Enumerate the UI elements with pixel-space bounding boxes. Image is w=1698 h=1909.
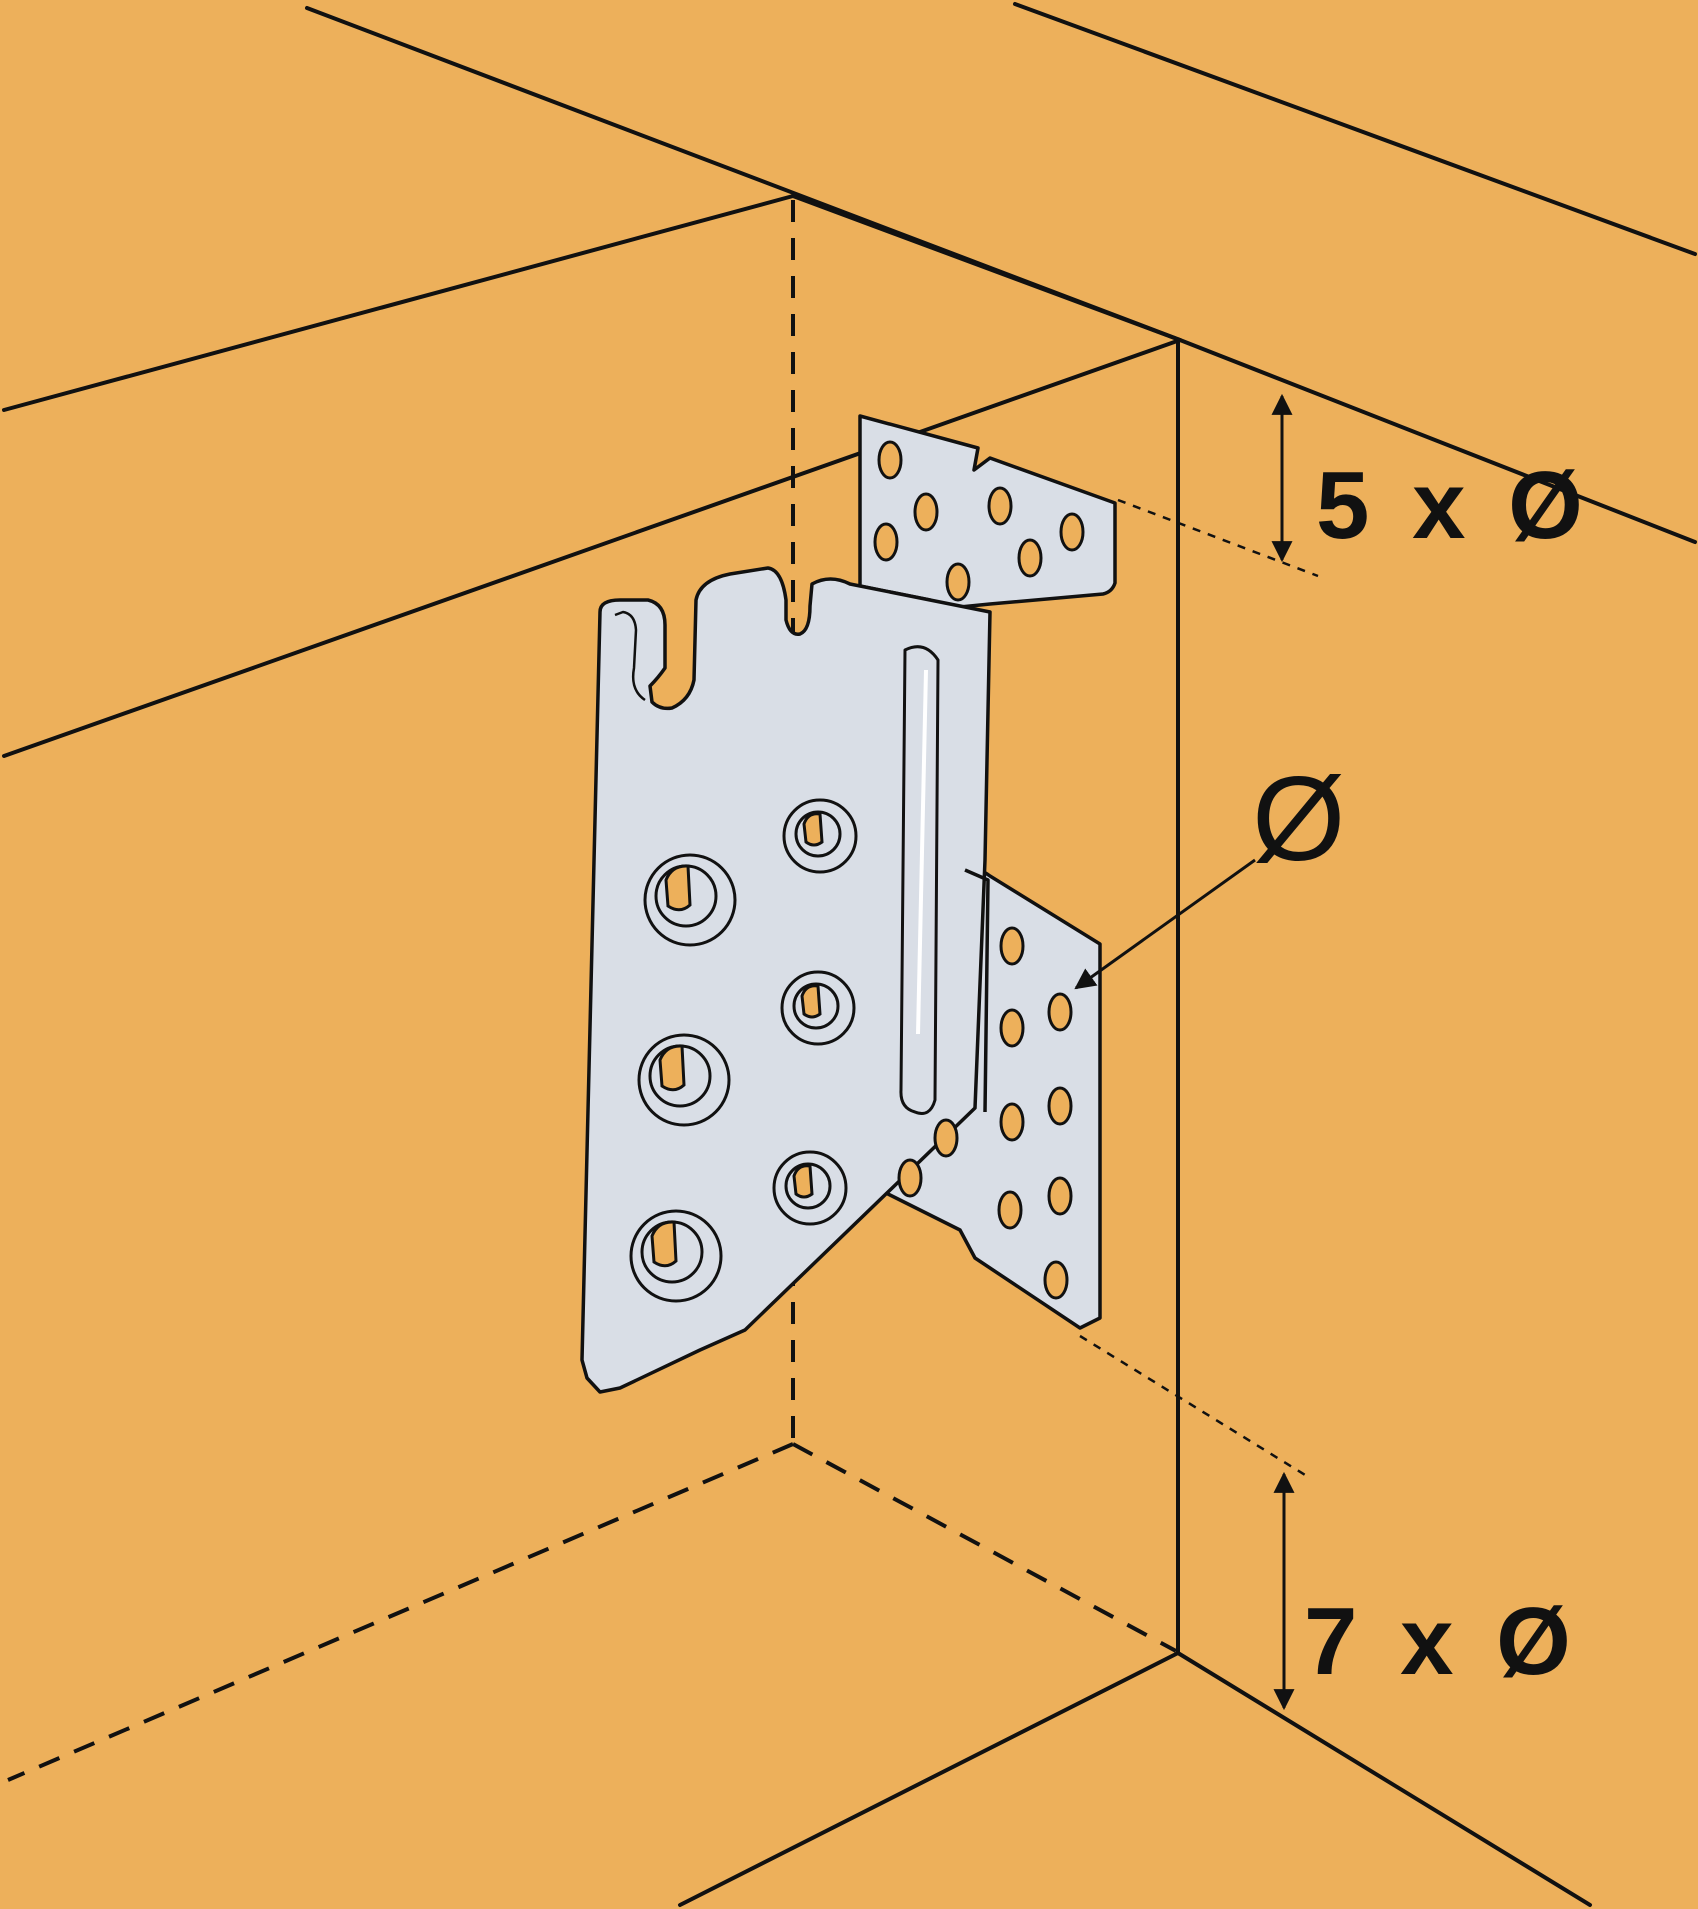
dimension-guides <box>1079 498 1319 1480</box>
bolt-hole <box>637 1033 731 1127</box>
nail-hole-medium <box>780 970 856 1046</box>
bottom-edge-distance-label: 7 x Ø <box>1304 1588 1579 1695</box>
large-holes <box>629 798 858 1303</box>
fastener-diameter-label: Ø <box>1252 752 1345 886</box>
steel-connector <box>580 414 1117 1394</box>
nail-hole-medium <box>782 798 858 874</box>
top-edge-distance-label: 5 x Ø <box>1316 452 1591 559</box>
bolt-hole <box>643 853 737 947</box>
main-plate <box>580 566 992 1394</box>
nail-hole-medium <box>772 1150 848 1226</box>
diameter-leader <box>1074 858 1256 990</box>
bolt-hole <box>629 1209 723 1303</box>
dimension-arrows <box>1074 393 1295 1711</box>
small-holes <box>873 440 1085 1300</box>
